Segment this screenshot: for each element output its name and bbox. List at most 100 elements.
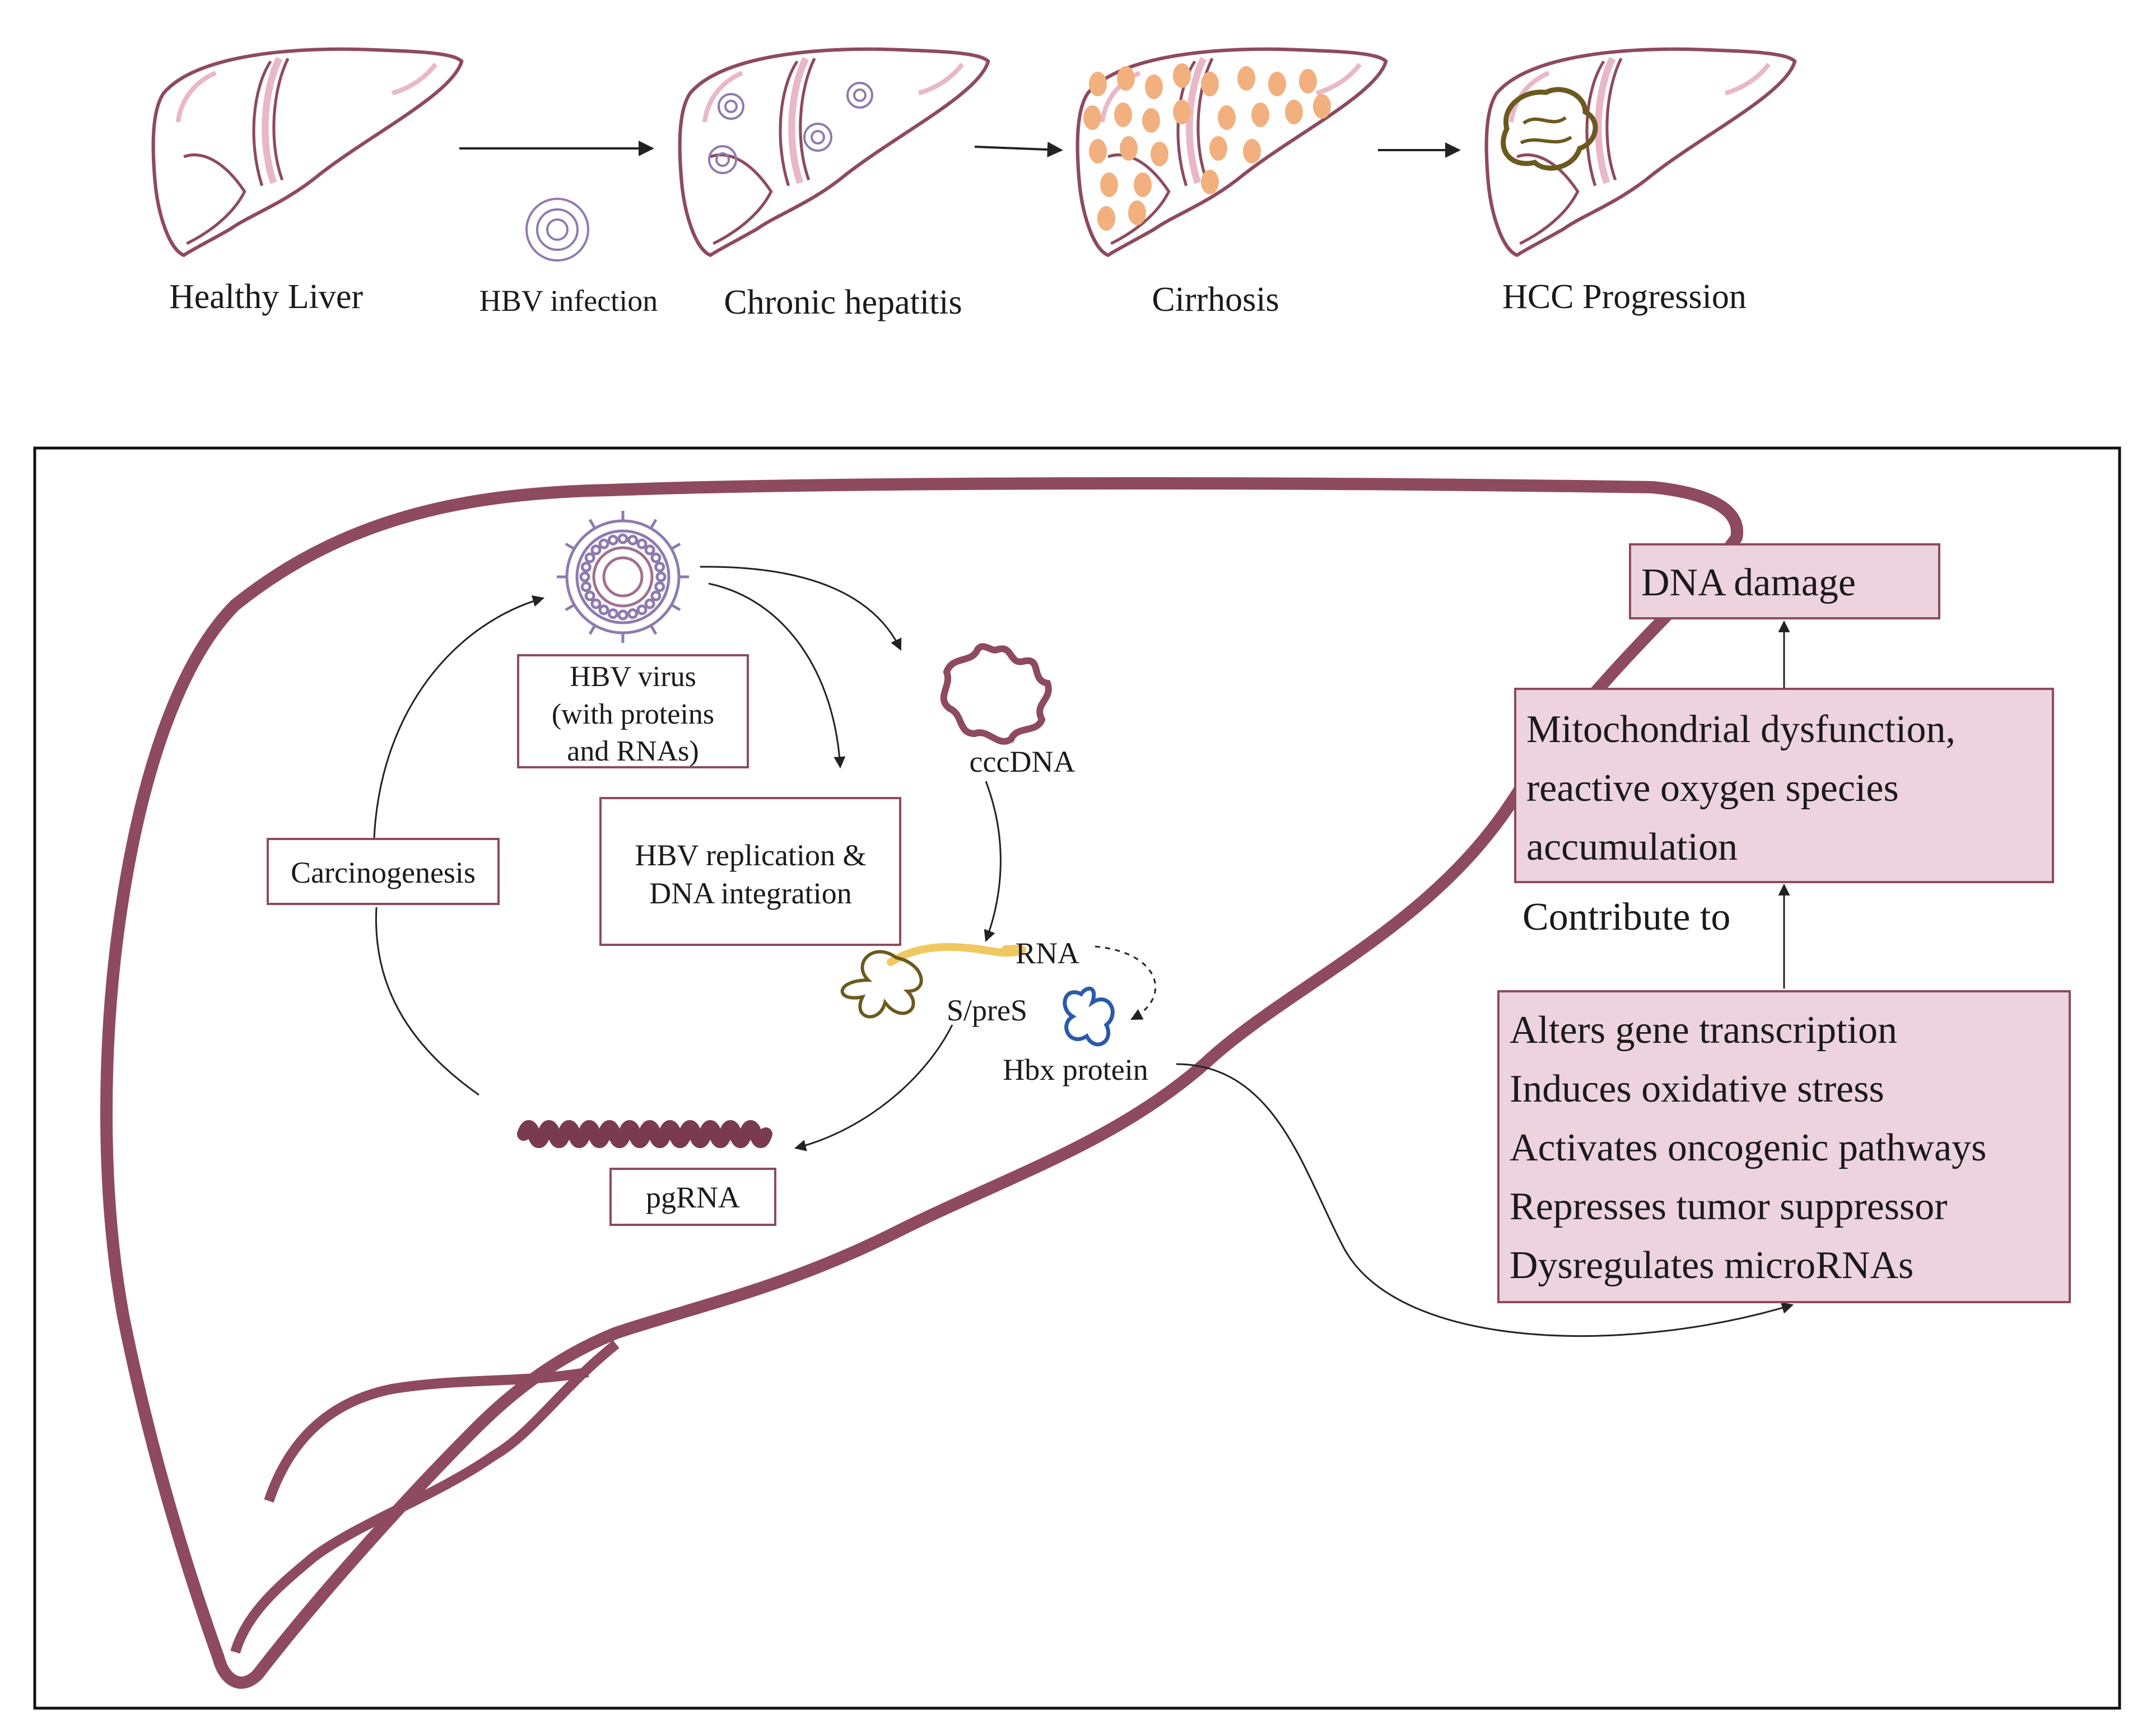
large-liver-outline xyxy=(100,477,1744,1689)
arrow-spres-to-pgrna xyxy=(794,1024,953,1151)
virus-spike xyxy=(588,519,597,529)
virus-spike xyxy=(670,542,681,551)
virus-spike xyxy=(588,624,597,635)
arrow-chronic-to-cirrhosis xyxy=(974,142,1063,158)
stage-label-chronic: Chronic hepatitis xyxy=(724,283,962,321)
mito-box xyxy=(1514,688,2054,883)
mito-line1: Mitochondrial dysfunction, xyxy=(1526,708,1955,751)
mito-line3: accumulation xyxy=(1526,826,1738,869)
cccdna-label: cccDNA xyxy=(970,745,1075,778)
arrow-rna-to-hbx xyxy=(1095,945,1156,1020)
fat-spot xyxy=(1128,200,1146,225)
arrow-carcinogenesis-to-virus xyxy=(373,595,545,838)
virus-capsid-bead xyxy=(580,581,592,593)
replication-line2: DNA integration xyxy=(649,876,851,910)
mito-line2: reactive oxygen species xyxy=(1526,767,1899,810)
virus-label-line3: and RNAs) xyxy=(567,735,699,767)
replication-box xyxy=(599,797,901,946)
hbv-virus-icon-small xyxy=(525,198,589,262)
fat-spot xyxy=(1218,105,1236,130)
replication-line1: HBV replication & xyxy=(635,838,867,872)
virus-capsid-bead xyxy=(617,609,628,621)
virus-capsid-bead xyxy=(644,544,655,556)
dna-damage-box xyxy=(1629,543,1940,619)
stage-label-healthy: Healthy Liver xyxy=(169,278,363,316)
fat-spot xyxy=(1285,100,1303,124)
fat-spot xyxy=(1089,72,1107,96)
virus-label-line2: (with proteins xyxy=(552,698,714,730)
effect-item-2: Induces oxidative stress xyxy=(1510,1067,1884,1111)
fat-spot xyxy=(1299,69,1317,94)
carcinogenesis-box xyxy=(267,838,500,905)
virus-capsid-bead xyxy=(598,604,609,615)
stage-chronic-hepatitis xyxy=(680,49,989,255)
fat-spot xyxy=(1313,94,1331,119)
fat-spot xyxy=(1134,172,1152,197)
fat-spot xyxy=(1089,139,1107,164)
dna-damage-label: DNA damage xyxy=(1641,561,1856,604)
virus-capsid-bead xyxy=(655,571,667,582)
fat-spot xyxy=(1097,206,1115,231)
virus-capsid-bead xyxy=(598,538,609,549)
spres-label: S/preS xyxy=(947,994,1027,1027)
virus-particles-icon xyxy=(708,82,873,174)
virus-capsid-bead xyxy=(644,598,655,609)
pgrna-strand-icon xyxy=(517,1120,772,1148)
effect-item-5: Dysregulates microRNAs xyxy=(1510,1244,1913,1287)
stage-label-hcc: HCC Progression xyxy=(1502,278,1747,316)
fat-spot xyxy=(1173,63,1191,88)
virus-spike xyxy=(565,542,575,551)
virus-capsid-bead xyxy=(580,561,592,572)
arrow-hbx-to-effects xyxy=(1176,1063,1794,1337)
pgrna-label: pgRNA xyxy=(646,1181,740,1214)
fat-spot xyxy=(1100,172,1118,197)
fat-spot xyxy=(1120,136,1138,161)
virus-capsid-bead xyxy=(590,598,602,609)
fat-spot xyxy=(1243,139,1261,164)
fat-spot xyxy=(1114,102,1132,127)
arrow-pgrna-to-carcinogenesis xyxy=(375,907,479,1096)
virus-capsid-bead xyxy=(627,534,639,545)
fat-spots-icon xyxy=(1083,63,1331,231)
fat-spot xyxy=(1201,170,1219,194)
virus-capsid-bead xyxy=(579,571,590,582)
virus-label-box xyxy=(517,654,749,768)
fat-spot xyxy=(1151,142,1168,166)
fat-spot xyxy=(1237,66,1255,91)
virus-capsid-bead xyxy=(590,544,602,556)
fat-spot xyxy=(1145,74,1163,99)
stage-healthy-liver xyxy=(153,49,462,255)
fat-spot xyxy=(1251,102,1269,127)
cccdna-icon xyxy=(940,643,1052,745)
arrow-virus-to-cccdna xyxy=(700,566,902,651)
virus-capsid-bead xyxy=(654,581,665,593)
stage-cirrhosis xyxy=(1078,49,1386,255)
rna-label: RNA xyxy=(1016,936,1079,970)
rna-strand-icon xyxy=(887,943,1026,966)
fat-spot xyxy=(1142,108,1160,133)
virus-capsid-bead xyxy=(584,590,595,601)
effect-item-3: Activates oncogenic pathways xyxy=(1510,1126,1986,1169)
fat-spot xyxy=(1117,66,1135,91)
hbx-label: Hbx protein xyxy=(1003,1053,1148,1087)
effect-item-4: Represses tumor suppressor xyxy=(1510,1185,1948,1228)
detail-panel xyxy=(33,446,2121,1710)
virus-capsid-bead xyxy=(584,552,595,563)
contribute-label: Contribute to xyxy=(1522,896,1730,939)
stage-hcc xyxy=(1487,49,1795,255)
virus-capsid-bead xyxy=(650,552,662,563)
fat-spot xyxy=(1268,72,1286,96)
arrow-cccdna-to-rna xyxy=(984,781,1002,942)
hbx-effects-box xyxy=(1497,990,2071,1303)
stage-label-cirrhosis: Cirrhosis xyxy=(1152,281,1279,319)
arrow-virus-to-replication xyxy=(708,582,846,769)
pgrna-box xyxy=(609,1168,776,1226)
transition-label: HBV infection xyxy=(479,284,658,318)
virus-spike xyxy=(649,624,658,635)
virus-capsid-bead xyxy=(627,608,639,619)
tumor-icon xyxy=(1501,87,1598,171)
virus-label-line1: HBV virus xyxy=(570,661,696,693)
carcinogenesis-label: Carcinogenesis xyxy=(291,856,476,889)
virus-spike xyxy=(649,519,658,529)
